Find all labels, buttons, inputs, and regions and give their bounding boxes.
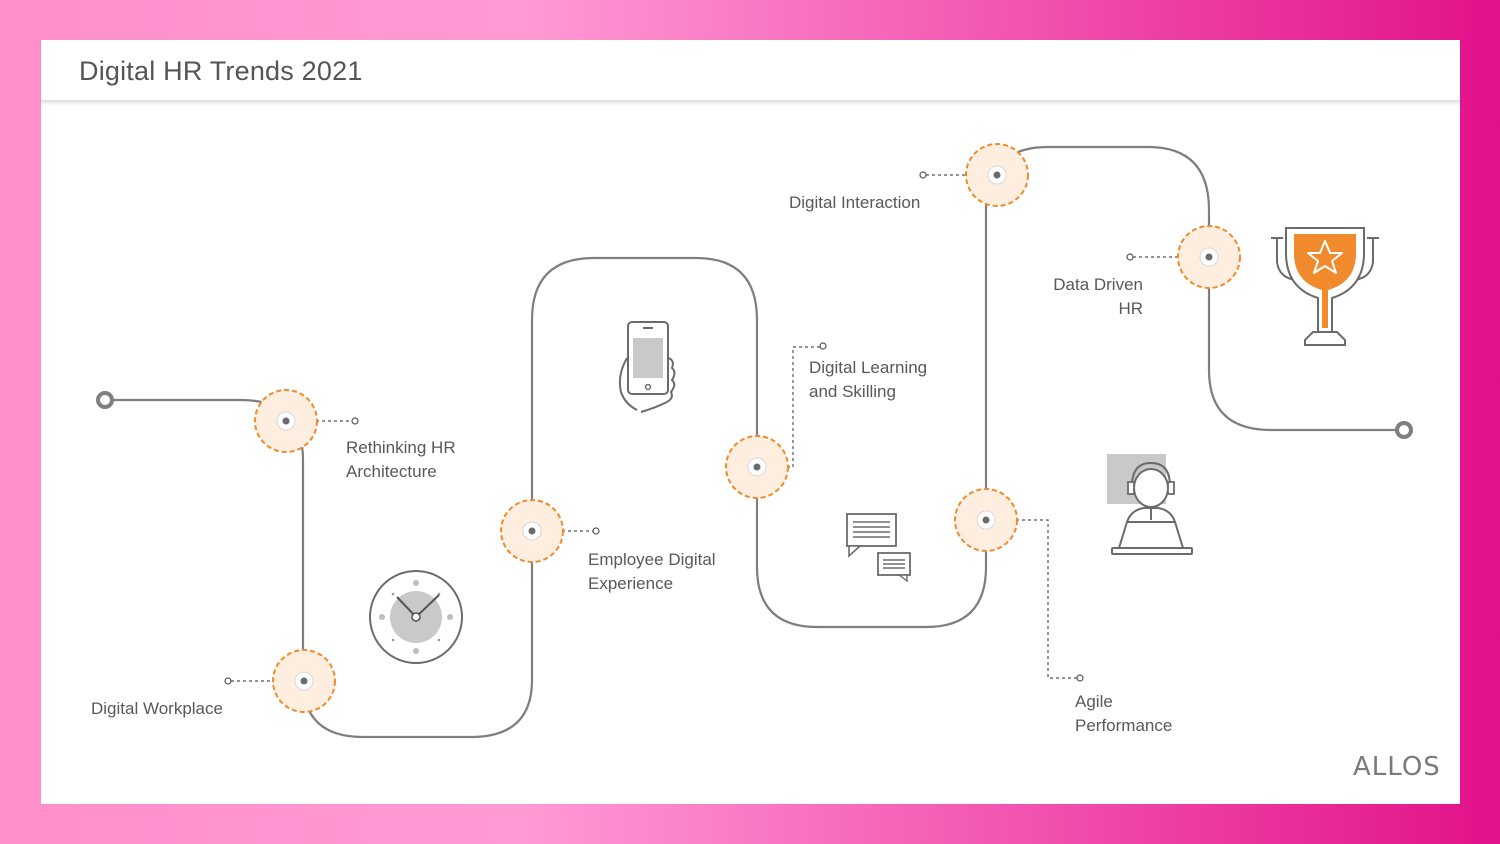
- milestone-label-line: Performance: [1075, 716, 1173, 735]
- milestone-label-digital-learning: Digital Learning and Skilling: [809, 356, 927, 404]
- milestone-label-data-driven: Data Driven HR: [1041, 273, 1143, 321]
- milestone-label-line: Rethinking HR: [346, 438, 456, 457]
- milestone-label-rethinking-hr: Rethinking HR Architecture: [346, 436, 456, 484]
- milestone-label-line: HR: [1118, 299, 1143, 318]
- milestone-label-line: Digital Interaction: [789, 193, 921, 212]
- smartphone-icon: [618, 321, 676, 413]
- milestone-label-line: and Skilling: [809, 382, 896, 401]
- allos-logo: ALLOS: [1353, 752, 1441, 782]
- page-title: Digital HR Trends 2021: [79, 56, 363, 86]
- title-bar: Digital HR Trends 2021: [41, 40, 1460, 102]
- chat-icon: [846, 513, 911, 583]
- path-end-node: [1395, 421, 1413, 439]
- milestone-label-line: Digital Workplace: [91, 699, 223, 718]
- milestone-label-line: Employee Digital: [588, 550, 716, 569]
- headset-agent-icon: [1107, 454, 1193, 555]
- milestone-label-line: Experience: [588, 574, 674, 593]
- milestone-label-line: Data Driven: [1053, 275, 1143, 294]
- roadmap-diagram: [96, 143, 1413, 739]
- trophy-icon: [1271, 227, 1379, 346]
- milestone-label-digital-interaction: Digital Interaction: [789, 191, 920, 215]
- milestone-label-agile-performance: Agile Performance: [1075, 690, 1172, 738]
- milestone-label-line: Architecture: [346, 462, 437, 481]
- clock-icon: [369, 570, 463, 664]
- slide: Digital HR Trends 2021: [41, 40, 1460, 804]
- path-start-node: [96, 391, 114, 409]
- milestone-label-line: Agile: [1075, 692, 1113, 711]
- milestone-label-digital-workplace: Digital Workplace: [91, 697, 223, 721]
- milestone-label-line: Digital Learning: [809, 358, 928, 377]
- milestone-label-employee-digital: Employee Digital Experience: [588, 548, 716, 596]
